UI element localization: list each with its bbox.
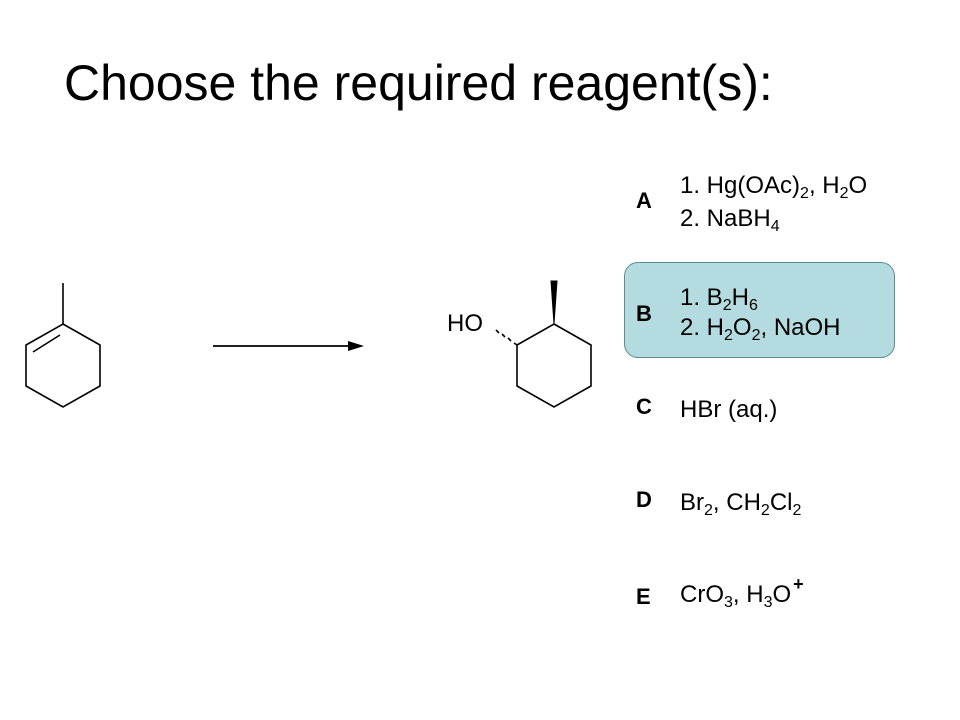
hydroxyl-label: HO — [447, 310, 483, 337]
option-a-step2[interactable]: 2. NaBH4 — [680, 205, 780, 235]
wedge-methyl-bond — [550, 280, 558, 325]
option-a-step1[interactable]: 1. Hg(OAc)2, H2O — [680, 172, 868, 202]
cyclohexane-ring — [516, 323, 592, 408]
selected-answer-highlight[interactable] — [624, 262, 895, 358]
option-e-text[interactable]: CrO3, H3O+ — [680, 574, 804, 611]
reaction-arrow — [213, 341, 364, 351]
starting-material-structure — [25, 283, 101, 408]
option-e-letter[interactable]: E — [636, 584, 651, 609]
page-title: Choose the required reagent(s): — [64, 55, 773, 111]
option-c-text[interactable]: HBr (aq.) — [680, 396, 778, 423]
option-a-letter[interactable]: A — [636, 188, 652, 213]
option-d-text[interactable]: Br2, CH2Cl2 — [680, 489, 802, 519]
option-b-step1[interactable]: 1. B2H6 — [680, 284, 758, 314]
product-structure — [495, 280, 592, 408]
option-c-letter[interactable]: C — [636, 394, 652, 419]
hashed-oh-bond — [495, 329, 518, 346]
option-b-letter[interactable]: B — [636, 301, 652, 326]
option-b-step2[interactable]: 2. H2O2, NaOH — [680, 314, 841, 344]
option-d-letter[interactable]: D — [636, 487, 652, 512]
double-bond-line — [32, 334, 61, 353]
cyclohexene-ring — [25, 323, 101, 408]
